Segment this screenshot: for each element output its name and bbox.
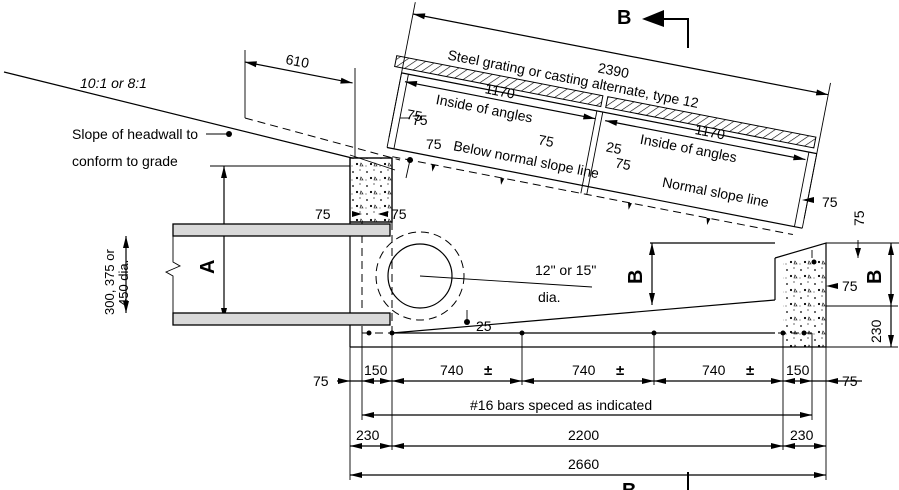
- dim-150-right: 150: [786, 362, 810, 378]
- dim-75-right-vertical: 75: [851, 210, 867, 226]
- drain-ticks: [431, 164, 711, 226]
- pipe-size-note-line1: 300, 375 or: [102, 249, 117, 315]
- dim-230-right: 230: [790, 427, 814, 443]
- dim-75-headwall-right: 75: [391, 206, 407, 222]
- dim-b-inner: B: [625, 270, 647, 284]
- dim-75-wall-right: 75: [842, 278, 858, 294]
- normal-slope-note: Normal slope line: [661, 174, 770, 210]
- wall-right-concrete: [783, 258, 826, 347]
- dim-1170-left: 1170: [484, 80, 517, 101]
- headwall-left-concrete: [349, 157, 393, 223]
- grade-line: [3, 71, 353, 159]
- plusminus-b: ±: [616, 362, 624, 379]
- grating-assembly: 2390 Steel grating or casting alternate,…: [386, 2, 831, 236]
- outlet-outer-circle: [375, 231, 465, 321]
- dim-740-c: 740: [702, 362, 726, 378]
- dim-chain-row3: 230 2200 230: [350, 427, 826, 449]
- grating-bar-right: [605, 96, 817, 149]
- plusminus-c: ±: [746, 362, 754, 379]
- dim-line-1170-right: [605, 120, 806, 161]
- dim-chain-row2: #16 bars speced as indicated: [362, 397, 812, 418]
- plusminus-a: ±: [484, 362, 492, 379]
- dim-25-center: 25: [605, 138, 624, 157]
- section-mark-top-label: B: [617, 7, 631, 29]
- dim-line-2390: [412, 13, 829, 96]
- dim-75-inner-right: 75: [614, 154, 633, 173]
- dim-a: A: [197, 260, 219, 274]
- dim-75-headwall-left: 75: [315, 206, 331, 222]
- pipe-note-line1: 12" or 15": [535, 262, 596, 278]
- dim-b-outer: B: [864, 270, 886, 284]
- dim-line-1170-left: [404, 81, 596, 120]
- dim-610-group: 610: [244, 51, 353, 84]
- dim-2660: 2660: [568, 456, 599, 472]
- headwall-note-line1: Slope of headwall to: [72, 126, 198, 142]
- dim-1170-right: 1170: [694, 121, 727, 142]
- slope-ratio-note: 10:1 or 8:1: [80, 75, 147, 91]
- section-mark-bottom-label: B: [622, 480, 636, 490]
- floor-slope-line: [391, 299, 776, 334]
- section-cut-line: [664, 18, 689, 48]
- pipe-size-note-line2: 450 dia.: [116, 260, 131, 306]
- dim-2390: 2390: [597, 59, 631, 81]
- dim-25-floor: 25: [476, 318, 492, 334]
- dim-740-a: 740: [440, 362, 464, 378]
- bars-note: #16 bars speced as indicated: [470, 397, 652, 413]
- dim-75-right-top: 75: [822, 194, 838, 210]
- dim-75-grating-left-b: 75: [426, 136, 442, 152]
- pipe: [164, 223, 391, 326]
- dim-230-vertical: 230: [868, 319, 884, 343]
- headwall-note-line2: conform to grade: [72, 153, 178, 169]
- slope-lines: [3, 50, 401, 171]
- outlet-pipe-circle: [387, 243, 453, 309]
- dim-75-bottom-right: 75: [842, 373, 858, 389]
- dim-610: 610: [284, 51, 310, 71]
- dim-230-left: 230: [356, 427, 380, 443]
- section-mark-top: B: [617, 7, 689, 48]
- grating-bar-left: [394, 55, 604, 108]
- section-arrow-icon: [642, 10, 664, 27]
- dim-740-b: 740: [572, 362, 596, 378]
- dim-75-inner-left: 75: [405, 106, 424, 125]
- dim-150-left: 150: [364, 362, 388, 378]
- pipe-note-line2: dia.: [538, 289, 561, 305]
- dim-75-inner-mid: 75: [537, 131, 556, 150]
- dim-75-grating-left-a: 75: [412, 112, 428, 128]
- dim-chain-row4: 2660: [350, 456, 826, 478]
- dim-2200: 2200: [568, 427, 599, 443]
- dim-chain-row1: 75 150 740 ± 740 ± 740 ± 150 75: [313, 333, 862, 480]
- dim-75-bottom-left: 75: [313, 373, 329, 389]
